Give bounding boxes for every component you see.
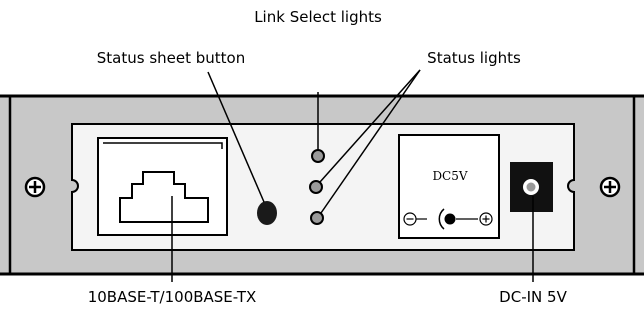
status-light-1: [309, 180, 323, 194]
ethernet-port: [97, 137, 228, 236]
leader-status-1: [319, 69, 421, 183]
leader-lines: [171, 69, 534, 282]
leader-status-2: [320, 69, 421, 214]
status-sheet-button[interactable]: [257, 201, 277, 225]
dc-in-jack: [510, 162, 553, 212]
link-select-light: [311, 149, 325, 163]
dc-in-label: DC-IN 5V: [499, 288, 567, 306]
ethernet-port-label: 10BASE-T/100BASE-TX: [88, 288, 257, 306]
power-module-voltage-text: DC5V: [432, 169, 467, 183]
leader-status-sheet: [207, 71, 265, 203]
polarity-symbol-icon: [403, 208, 493, 230]
right-screw-icon: [599, 176, 621, 198]
status-light-2: [310, 211, 324, 225]
status-sheet-button-label: Status sheet button: [97, 49, 245, 67]
power-module: DC5V: [398, 134, 500, 239]
status-lights-label: Status lights: [427, 49, 521, 67]
left-screw-icon: [24, 176, 46, 198]
link-select-lights-label: Link Select lights: [254, 8, 382, 26]
